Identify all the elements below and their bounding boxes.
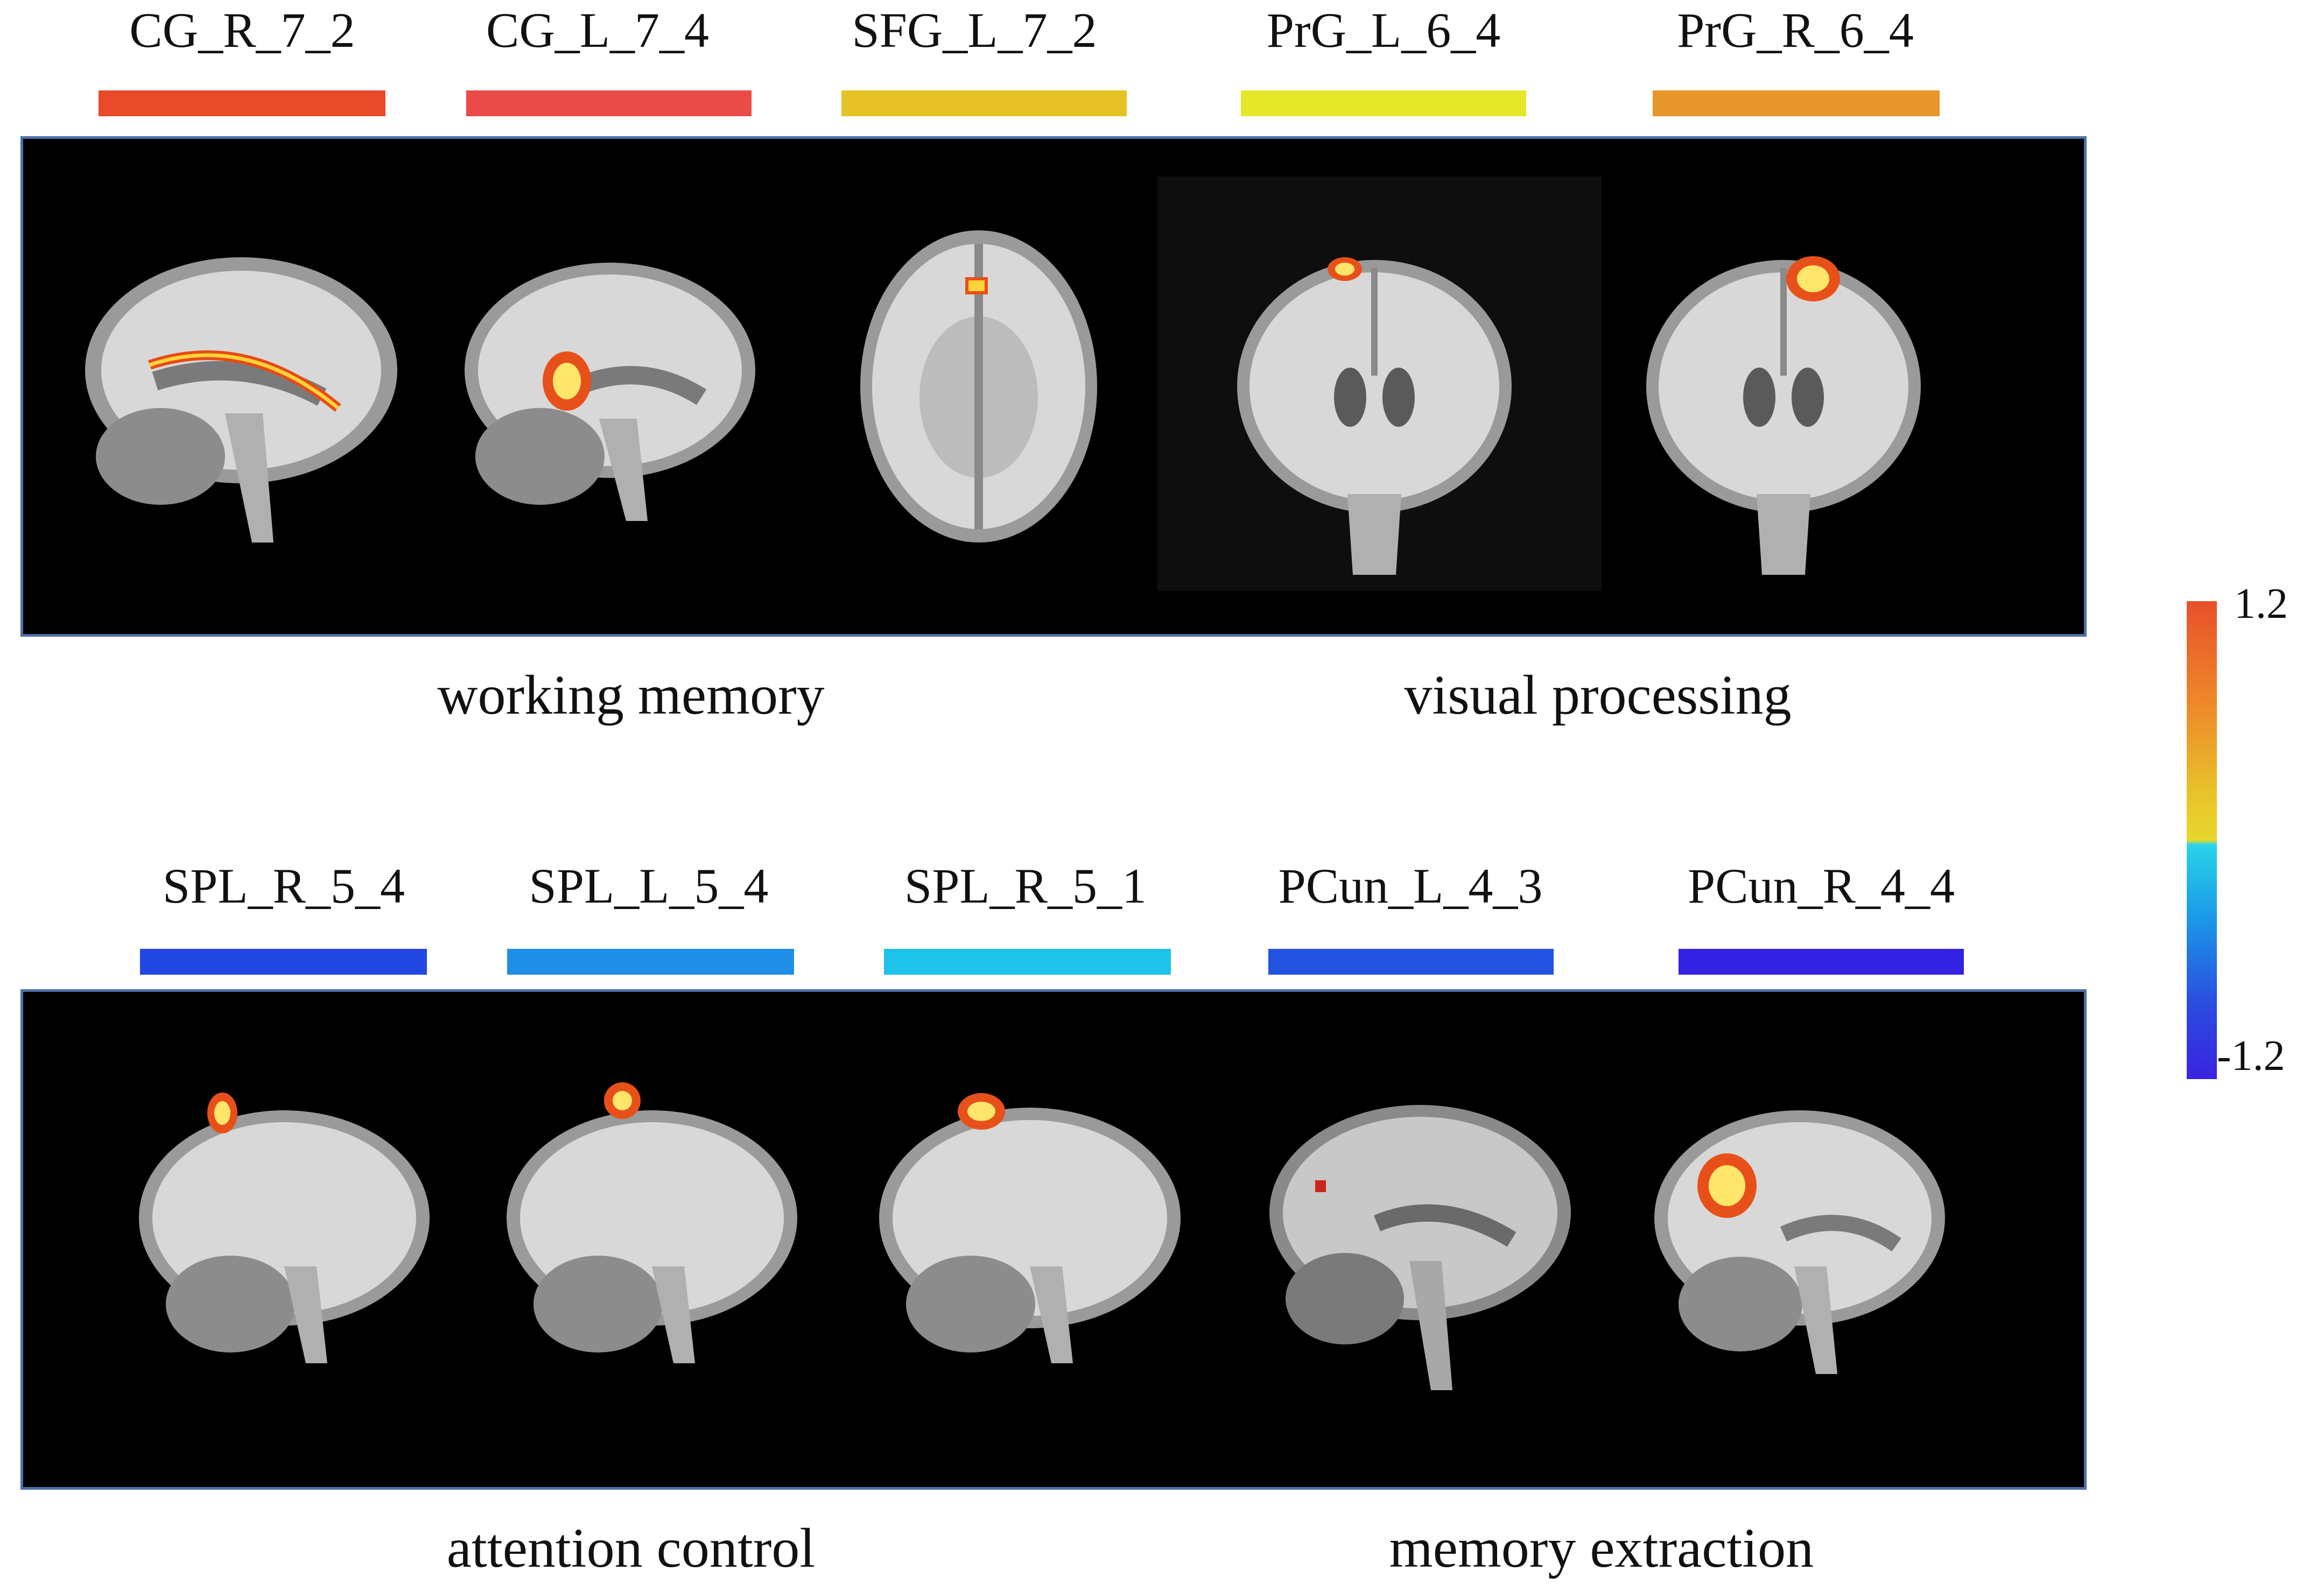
brain-image-prg-r-6-4 [1646,256,1921,575]
region-label-spl-r-5-1: SPL_R_5_1 [904,858,1147,913]
region-color-bar [884,949,1171,975]
region-color-bar [140,949,427,975]
brain-image-sfg-l-7-2 [860,230,1097,543]
region-color-bar [99,90,385,116]
region-label-spl-r-5-4: SPL_R_5_4 [163,858,405,913]
brain-image-spl-l-5-4 [507,1082,797,1363]
colorbar-min-label: -1.2 [2217,1032,2285,1080]
region-label-spl-l-5-4: SPL_L_5_4 [529,858,769,913]
group-label-attention-control: attention control [446,1517,816,1579]
region-color-bar [1241,90,1526,116]
brain-image-pcun-l-4-3 [1269,1105,1571,1390]
brain-panel-top [20,136,2087,637]
group-label-visual-processing: visual processing [1404,664,1792,726]
brain-image-spl-r-5-4 [139,1093,430,1363]
brain-image-prg-l-6-4 [1237,257,1512,575]
region-color-bar [841,90,1127,116]
region-color-bar [507,949,794,975]
brain-image-cg-r-7-2 [85,257,397,543]
region-label-cg-r-7-2: CG_R_7_2 [129,3,355,58]
colorbar [2187,601,2217,1079]
region-color-bar [466,90,752,116]
region-color-bar [1653,90,1940,116]
brain-panel-bottom [20,989,2087,1490]
region-label-pcun-l-4-3: PCun_L_4_3 [1278,858,1543,913]
region-color-bar [1679,949,1964,975]
region-label-cg-l-7-4: CG_L_7_4 [486,3,709,58]
brain-image-cg-l-7-4 [465,263,755,521]
region-label-sfg-l-7-2: SFG_L_7_2 [852,3,1097,58]
group-label-working-memory: working memory [437,664,825,726]
brain-image-spl-r-5-1 [879,1093,1181,1363]
brain-image-pcun-r-4-4 [1654,1110,1945,1374]
region-label-prg-r-6-4: PrG_R_6_4 [1677,3,1914,58]
region-label-pcun-r-4-4: PCun_R_4_4 [1688,858,1955,913]
colorbar-max-label: 1.2 [2234,580,2288,628]
group-label-memory-extraction: memory extraction [1389,1517,1814,1579]
region-label-prg-l-6-4: PrG_L_6_4 [1266,3,1501,58]
region-color-bar [1268,949,1554,975]
